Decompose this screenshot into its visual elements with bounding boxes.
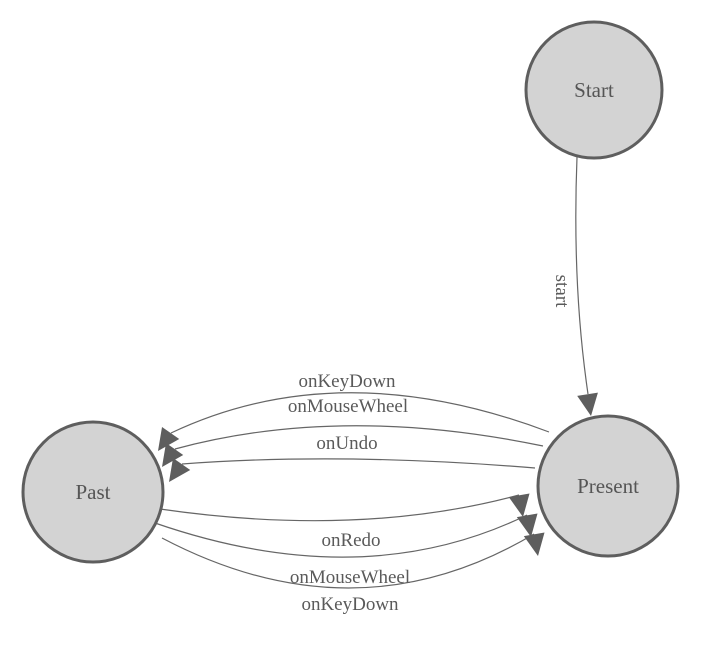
node-present: Present [536, 414, 680, 558]
edge-present-to-past-onkeydown [170, 392, 550, 434]
edge-label-start: start [551, 275, 572, 308]
arrowhead-icon [162, 442, 184, 467]
edge-label-onundo: onUndo [316, 433, 377, 454]
edge-label-onkeydown-top: onKeyDown [298, 371, 396, 392]
node-past-circle [21, 420, 165, 564]
arrowhead-icon [158, 426, 180, 451]
arrowhead-icon [169, 457, 191, 482]
arrowhead-icon [508, 493, 530, 517]
edge-label-onkeydown-bottom: onKeyDown [301, 594, 399, 615]
edge-past-to-present-onkeydown [161, 533, 535, 589]
edge-past-to-present-onmousewheel [154, 514, 528, 558]
node-start-label: Start [574, 78, 614, 102]
arrowhead-icon [516, 513, 538, 537]
arrowhead-icon [577, 392, 598, 416]
edge-group [154, 156, 589, 589]
edge-label-onredo: onRedo [321, 530, 380, 551]
edge-label-onmousewheel-bottom: onMouseWheel [290, 567, 410, 588]
arrowhead-icon [523, 532, 545, 556]
edge-label-onmousewheel-top: onMouseWheel [288, 396, 408, 417]
node-present-label: Present [577, 474, 639, 498]
edge-past-to-present-onredo [159, 494, 520, 522]
node-past: Past [21, 420, 165, 564]
node-start-circle [524, 20, 664, 160]
edge-start-to-present [575, 156, 589, 395]
edge-present-to-past-onmousewheel [174, 425, 544, 450]
edge-present-to-past-onundo [181, 458, 536, 469]
node-present-circle [536, 414, 680, 558]
node-past-label: Past [75, 480, 110, 504]
edge-label-group: start onKeyDown onMouseWheel onUndo onRe… [288, 275, 572, 615]
arrowhead-group [158, 392, 598, 556]
node-start: Start [524, 20, 664, 160]
